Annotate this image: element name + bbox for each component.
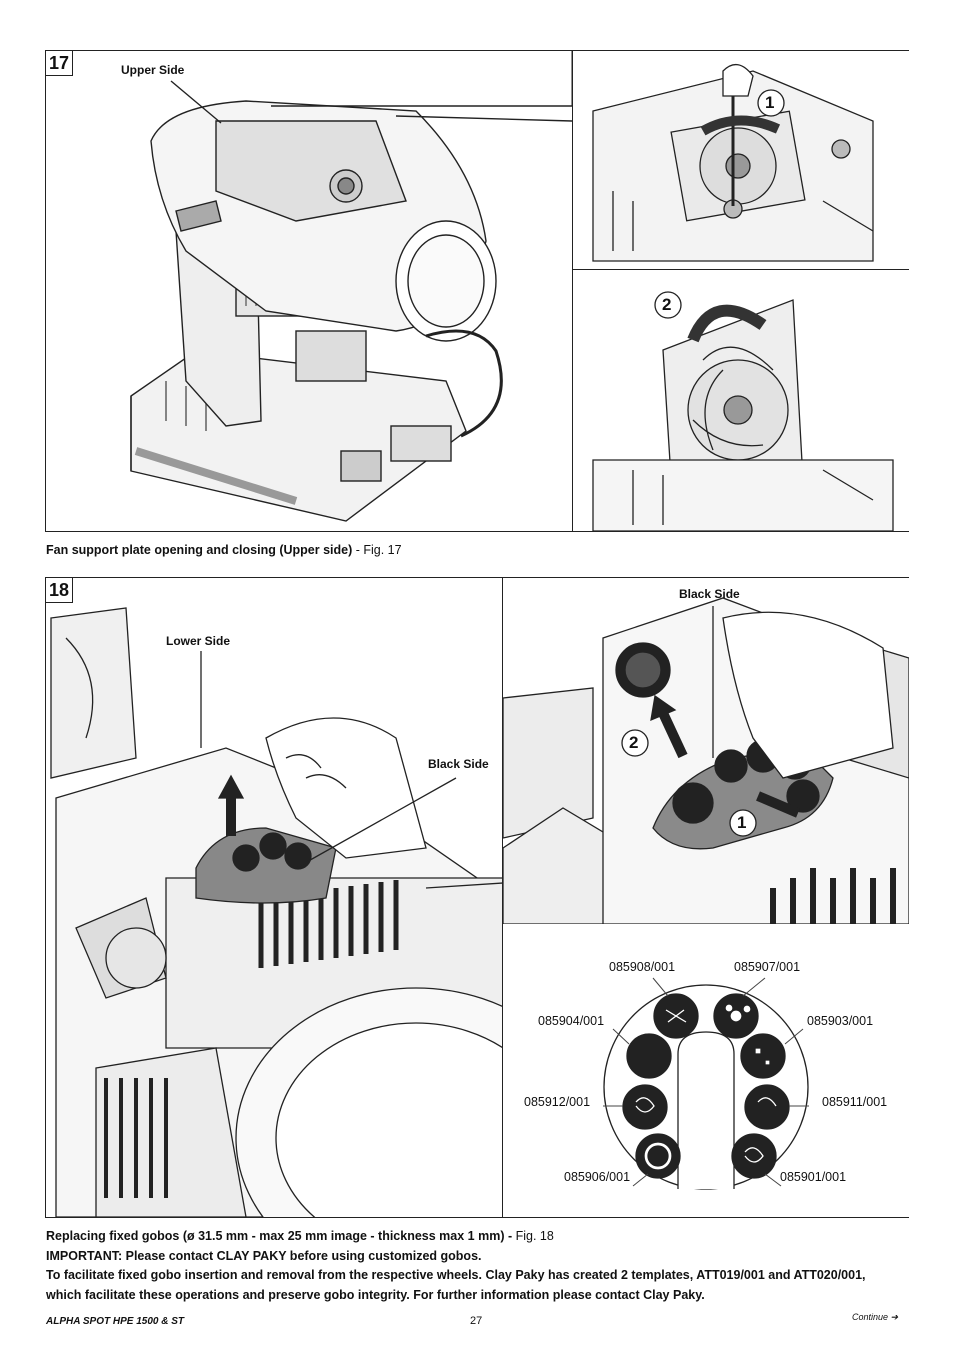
gobo-code-085906: 085906/001 bbox=[564, 1170, 631, 1184]
figure-number: 17 bbox=[46, 51, 73, 76]
fig17-caption-ref: - Fig. 17 bbox=[352, 543, 402, 557]
figure-17: 17 bbox=[45, 50, 909, 532]
step-2-badge: 2 bbox=[629, 733, 639, 752]
fig17-caption-title: Fan support plate opening and closing (U… bbox=[46, 543, 353, 557]
fan-plate-opening-detail: 2 bbox=[572, 270, 909, 531]
gobo-wheel-lower-side: Lower Side Black Side bbox=[46, 578, 503, 1217]
gobo-code-085912: 085912/001 bbox=[524, 1095, 591, 1109]
important-note: IMPORTANT: Please contact CLAY PAKY befo… bbox=[46, 1248, 482, 1263]
gobo-code-085904: 085904/001 bbox=[538, 1014, 605, 1028]
page-number: 27 bbox=[470, 1315, 483, 1327]
fig18-caption-ref: Fig. 18 bbox=[512, 1229, 554, 1243]
gobo-code-085907: 085907/001 bbox=[734, 960, 801, 974]
templates-note: To facilitate fixed gobo insertion and r… bbox=[46, 1268, 866, 1282]
fig18-caption: Replacing fixed gobos (ø 31.5 mm - max 2… bbox=[46, 1227, 866, 1305]
fig18-caption-contact: which facilitate these operations and pr… bbox=[46, 1286, 866, 1306]
gobo-code-085901: 085901/001 bbox=[780, 1170, 847, 1184]
fan-screw-detail: 1 bbox=[572, 51, 909, 270]
gobo-wheel-diagram: 085908/001 085907/001 085904/001 085903/… bbox=[503, 924, 909, 1217]
lower-side-label: Lower Side bbox=[166, 634, 231, 648]
black-side-label-left: Black Side bbox=[428, 757, 489, 771]
black-side-label-right: Black Side bbox=[679, 587, 740, 601]
footer-product-title: ALPHA SPOT HPE 1500 & ST bbox=[46, 1316, 184, 1327]
fig18-caption-title: Replacing fixed gobos (ø 31.5 mm - max 2… bbox=[46, 1229, 513, 1243]
gobo-code-085903: 085903/001 bbox=[807, 1014, 874, 1028]
continue-link[interactable]: Continue ➔ bbox=[852, 1312, 899, 1322]
fixture-illustration: Upper Side bbox=[46, 51, 572, 531]
gobo-removal-detail: Black Side 2 1 bbox=[503, 578, 909, 924]
gobo-code-085908: 085908/001 bbox=[609, 960, 676, 974]
upper-side-label: Upper Side bbox=[121, 63, 185, 77]
gobo-code-085911: 085911/001 bbox=[822, 1095, 888, 1109]
step-1-badge: 1 bbox=[737, 813, 747, 832]
fig18-caption-line1: Replacing fixed gobos (ø 31.5 mm - max 2… bbox=[46, 1227, 866, 1247]
contact-note: which facilitate these operations and pr… bbox=[46, 1287, 705, 1302]
step-1-badge: 1 bbox=[765, 93, 775, 112]
figure-number: 18 bbox=[46, 578, 73, 603]
fig17-caption: Fan support plate opening and closing (U… bbox=[46, 541, 402, 561]
step-2-badge: 2 bbox=[662, 295, 672, 314]
fig18-caption-templates: To facilitate fixed gobo insertion and r… bbox=[46, 1266, 866, 1286]
figure-18: 18 bbox=[45, 577, 909, 1218]
fig18-caption-important: IMPORTANT: Please contact CLAY PAKY befo… bbox=[46, 1247, 866, 1267]
